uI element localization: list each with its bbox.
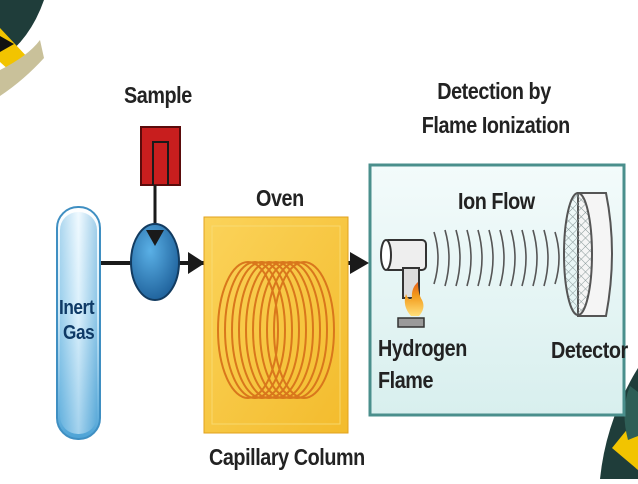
detection-title-line2: Flame Ionization bbox=[421, 112, 571, 138]
inert-gas-cylinder bbox=[56, 206, 101, 440]
detector-inlet-arrowhead bbox=[350, 252, 369, 274]
hydrogen-flame-label-line2: Flame bbox=[378, 367, 434, 393]
flame-icon bbox=[404, 282, 424, 316]
inert-gas-label-line2: Gas bbox=[63, 322, 95, 344]
ion-flow-waves bbox=[433, 229, 560, 287]
detector-icon bbox=[563, 192, 613, 317]
sample-label: Sample bbox=[124, 82, 192, 108]
sample-needle bbox=[152, 141, 169, 185]
oven-label: Oven bbox=[256, 185, 304, 211]
corner-decoration-bottom-right bbox=[600, 368, 638, 479]
oven-inlet-arrowhead bbox=[188, 252, 205, 274]
hydrogen-flame-label-line1: Hydrogen bbox=[378, 335, 467, 361]
inert-gas-label-line1: Inert bbox=[59, 297, 95, 319]
capillary-column-label: Capillary Column bbox=[209, 444, 365, 470]
ion-flow-label: Ion Flow bbox=[458, 188, 535, 214]
injection-valve bbox=[130, 223, 180, 301]
corner-decoration-top-left bbox=[0, 0, 44, 96]
detector-label: Detector bbox=[551, 337, 628, 363]
sample-box bbox=[140, 126, 181, 186]
capillary-column-coil bbox=[217, 261, 335, 399]
hydrogen-flame-burner bbox=[380, 239, 427, 328]
detection-title-line1: Detection by bbox=[437, 78, 551, 104]
